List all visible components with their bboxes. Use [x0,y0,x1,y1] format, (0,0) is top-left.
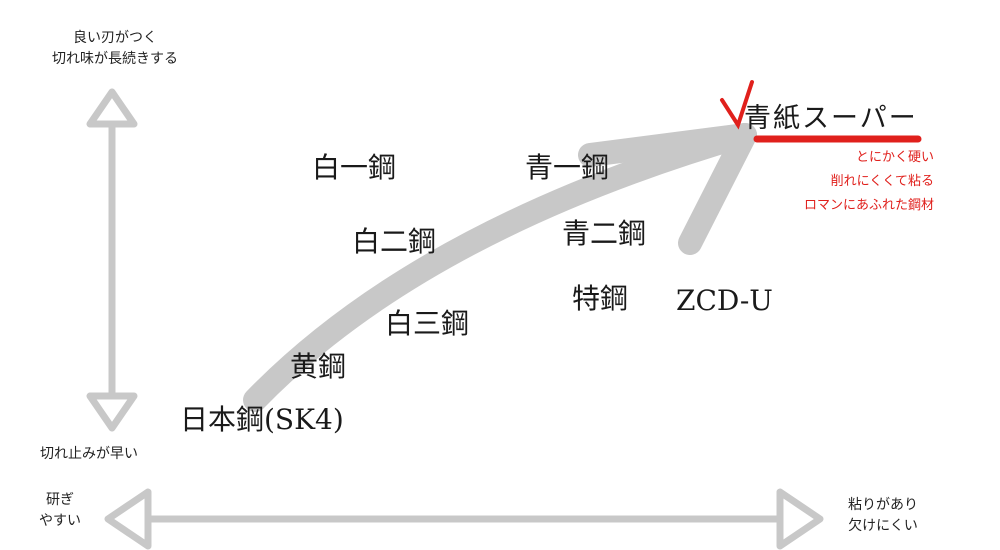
note-line: ロマンにあふれた鋼材 [803,198,934,213]
steel-nihon: 日本鋼(SK4) [180,403,344,436]
steel-shiro3: 白三鋼 [385,307,470,340]
left-label-line: やすい [39,513,81,529]
note-line: とにかく硬い [855,150,934,165]
left-arrowhead [104,488,152,550]
steel-shiro1: 白一鋼 [312,151,397,184]
right-label-line: 欠けにくい [848,518,918,534]
right-axis-label: 粘りがあり 欠けにくい [828,495,938,537]
top-label-line: 切れ味が長続きする [52,51,178,67]
steel-ao2: 青二鋼 [562,217,647,250]
highlight-steel-label: 青紙スーパー [744,103,918,134]
progression-curve [243,123,757,412]
check-mark-icon [720,80,754,130]
steel-ki: 黄鋼 [290,350,347,383]
top-axis-label: 良い刃がつく 切れ味が長続きする [30,28,200,70]
steel-ao1: 青一鋼 [525,151,610,184]
up-arrowhead [86,88,138,128]
note-line: 削れにくくて粘る [830,174,934,189]
arrow-head-upper [578,123,757,167]
arrow-head-lower [678,123,757,255]
bottom-axis-label: 切れ止みが早い [40,446,138,462]
left-label-line: 研ぎ [46,492,74,508]
right-label-line: 粘りがあり [848,497,918,513]
steel-zcdu: ZCD-U [676,284,773,317]
down-arrowhead [86,392,138,432]
top-label-line: 良い刃がつく [73,30,157,46]
steel-tokko: 特鋼 [572,282,629,315]
right-arrowhead [776,488,824,550]
highlight-notes: とにかく硬い 削れにくくて粘る ロマンにあふれた鋼材 [740,146,934,218]
left-axis-label: 研ぎ やすい [30,490,90,532]
steel-shiro2: 白二鋼 [352,225,437,258]
